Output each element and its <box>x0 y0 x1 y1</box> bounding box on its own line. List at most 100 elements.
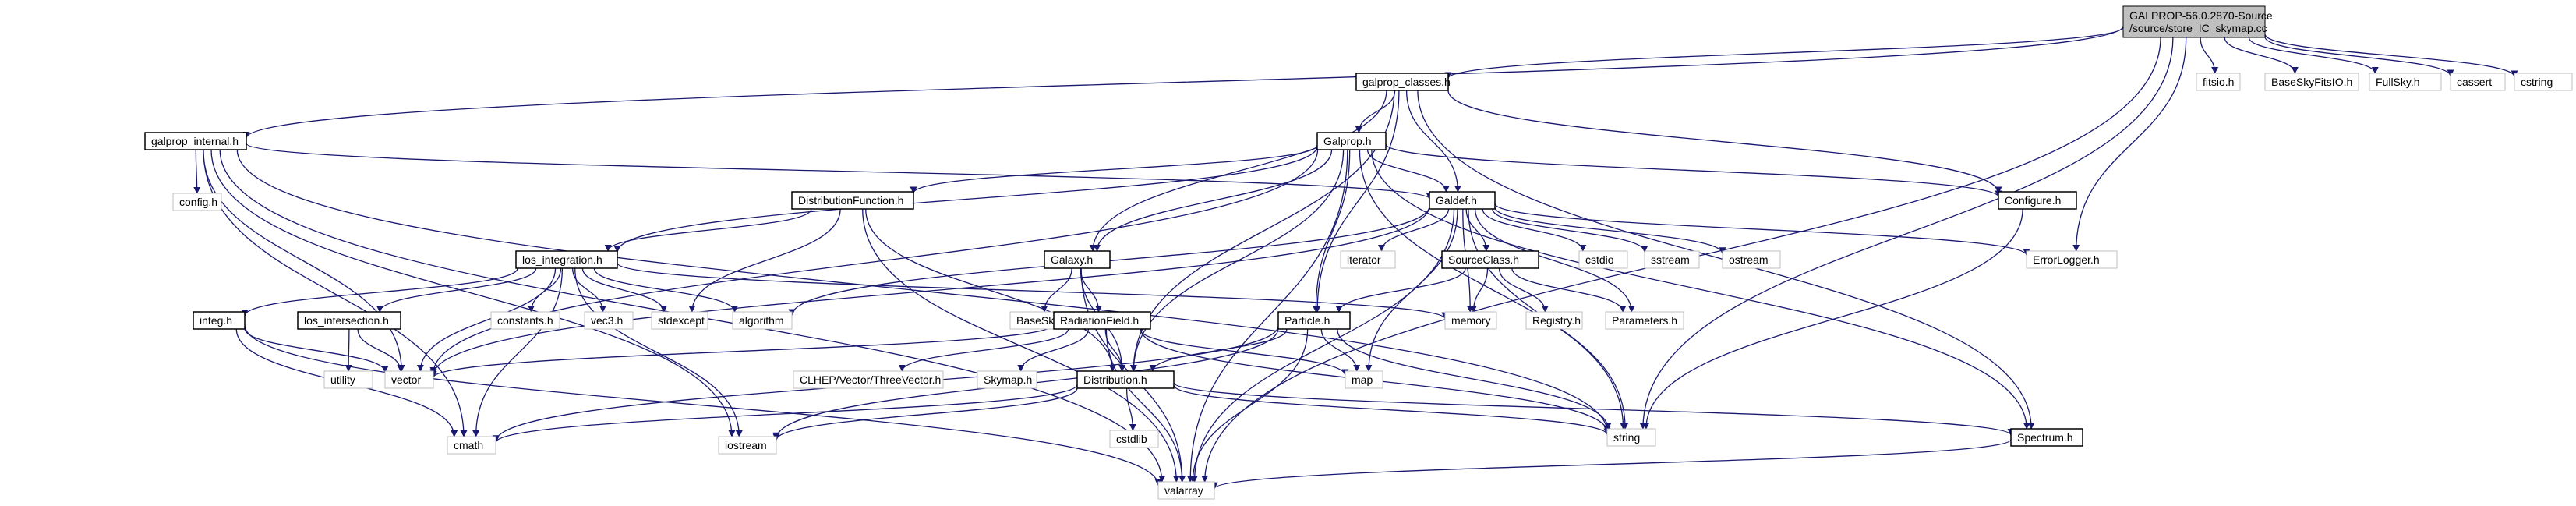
node-label: cstdlib <box>1116 433 1147 445</box>
node-label: cmath <box>454 439 483 451</box>
node-label: vec3.h <box>591 314 623 327</box>
node-box <box>2010 428 2083 447</box>
edge-galprop-to-string <box>1359 149 1627 430</box>
edge-los_integration-to-vector <box>416 267 557 372</box>
node-galprop_internal[interactable]: galprop_internal.h <box>144 132 247 150</box>
edge-galprop-to-particle <box>1312 149 1351 313</box>
node-box <box>1076 370 1175 389</box>
edge-los_intersection-to-vector <box>357 328 405 372</box>
node-config: config.h <box>172 193 222 211</box>
edge-distfunc-to-distribution <box>865 208 1116 372</box>
node-skymap: Skymap.h <box>977 370 1037 389</box>
edge-los_integration-to-los_intersection <box>376 267 537 313</box>
node-label: BaseSkyFitsIO.h <box>2271 76 2352 88</box>
edge-particle-to-map <box>1320 328 1361 372</box>
edge-distfunc-to-stdexcept <box>688 208 841 313</box>
node-memory: memory <box>1444 311 1497 330</box>
node-label: fitsio.h <box>2203 76 2234 88</box>
node-label: CLHEP/Vector/ThreeVector.h <box>800 373 941 386</box>
node-label: map <box>1352 373 1373 386</box>
node-label: string <box>1613 431 1640 444</box>
node-baseskyfitsio: BaseSkyFitsIO.h <box>2264 73 2359 91</box>
edge-los_integration-to-memory <box>617 262 1449 320</box>
node-label: ErrorLogger.h <box>2033 253 2100 266</box>
node-box <box>1578 250 1628 269</box>
edge-root-to-cstring <box>2264 34 2518 78</box>
node-particle[interactable]: Particle.h <box>1277 311 1351 330</box>
node-box <box>1355 73 1449 91</box>
node-box <box>1605 311 1684 330</box>
node-label: Registry.h <box>1532 314 1581 327</box>
node-box <box>791 191 914 210</box>
node-label: vector <box>391 373 421 386</box>
edge-los_integration-to-cmath <box>472 267 564 437</box>
node-label: GALPROP-56.0.2870-Source <box>2129 9 2273 22</box>
edge-galprop-to-valarray <box>1186 149 1348 483</box>
node-parameters: Parameters.h <box>1605 311 1684 330</box>
node-box <box>1525 311 1583 330</box>
node-label: memory <box>1451 314 1491 327</box>
edge-galprop-to-distribution <box>1129 149 1345 372</box>
edge-los_integration-to-algorithm <box>593 267 739 313</box>
node-box <box>1053 311 1151 330</box>
edge-galdef-to-sourceclass <box>1465 208 1490 252</box>
node-radiationfield[interactable]: RadiationField.h <box>1053 311 1151 330</box>
edge-root-to-fitsio <box>2200 37 2219 74</box>
edge-galprop_internal-to-cmath <box>203 149 468 437</box>
node-label: FullSky.h <box>2376 76 2420 88</box>
node-galprop_classes[interactable]: galprop_classes.h <box>1355 73 1451 91</box>
node-fitsio: fitsio.h <box>2196 73 2241 91</box>
node-galaxy[interactable]: Galaxy.h <box>1044 250 1111 269</box>
edge-galprop_internal-to-galdef <box>246 143 1433 200</box>
edge-galprop_classes-to-galaxy <box>1089 90 1387 252</box>
edge-sourceclass-to-memory <box>1469 267 1489 313</box>
node-label: Spectrum.h <box>2017 431 2073 444</box>
edge-galdef-to-algorithm <box>788 206 1430 317</box>
node-box <box>2196 73 2241 91</box>
edge-galprop_classes-to-galdef <box>1405 90 1461 193</box>
node-box <box>1444 311 1497 330</box>
edge-galprop-to-galdef <box>1366 149 1450 193</box>
node-cassert: cassert <box>2450 73 2506 91</box>
node-threevector: CLHEP/Vector/ThreeVector.h <box>793 370 944 389</box>
node-distfunc[interactable]: DistributionFunction.h <box>791 191 914 210</box>
node-box <box>1277 311 1351 330</box>
node-label: utility <box>330 373 355 386</box>
node-distribution[interactable]: Distribution.h <box>1076 370 1175 389</box>
node-los_intersection[interactable]: los_intersection.h <box>297 311 401 330</box>
node-ostream: ostream <box>1722 250 1781 269</box>
edge-root-to-baseskyfitsio <box>2224 37 2299 74</box>
node-box <box>1606 428 1656 447</box>
node-iostream: iostream <box>718 436 777 455</box>
node-box <box>977 370 1037 389</box>
node-los_integration[interactable]: los_integration.h <box>515 250 618 269</box>
node-cmath: cmath <box>447 436 496 455</box>
node-root[interactable]: GALPROP-56.0.2870-Source/source/store_IC… <box>2122 5 2273 38</box>
edge-galaxy-to-baseskyh <box>1041 267 1072 313</box>
node-box <box>2450 73 2506 91</box>
edge-los_integration-to-integ <box>241 267 518 317</box>
node-label: galprop_internal.h <box>151 135 239 147</box>
edge-radiationfield-to-skymap <box>1017 328 1089 372</box>
node-label: galprop_classes.h <box>1362 76 1451 88</box>
edge-los_integration-to-vec3 <box>571 267 606 313</box>
node-galprop[interactable]: Galprop.h <box>1316 132 1387 150</box>
edge-galdef-to-map <box>1365 208 1458 372</box>
edge-spectrum-to-valarray <box>1210 439 2012 490</box>
edge-galdef-to-valarray <box>1190 208 1455 483</box>
node-label: Galaxy.h <box>1051 253 1093 266</box>
node-spectrum[interactable]: Spectrum.h <box>2010 428 2083 447</box>
node-configure[interactable]: Configure.h <box>1998 191 2077 210</box>
node-valarray: valarray <box>1157 481 1215 500</box>
edge-galprop_classes-to-particle <box>1313 90 1400 313</box>
node-integ[interactable]: integ.h <box>193 311 246 330</box>
node-label: constants.h <box>497 314 553 327</box>
node-galdef[interactable]: Galdef.h <box>1429 191 1496 210</box>
node-cstdio: cstdio <box>1578 250 1628 269</box>
edge-particle-to-valarray <box>1189 328 1309 483</box>
edge-galdef-to-cstdio <box>1482 208 1587 252</box>
edge-integ-to-valarray <box>244 324 1162 487</box>
node-sourceclass[interactable]: SourceClass.h <box>1441 250 1539 269</box>
edge-distribution-to-string <box>1173 384 1611 436</box>
